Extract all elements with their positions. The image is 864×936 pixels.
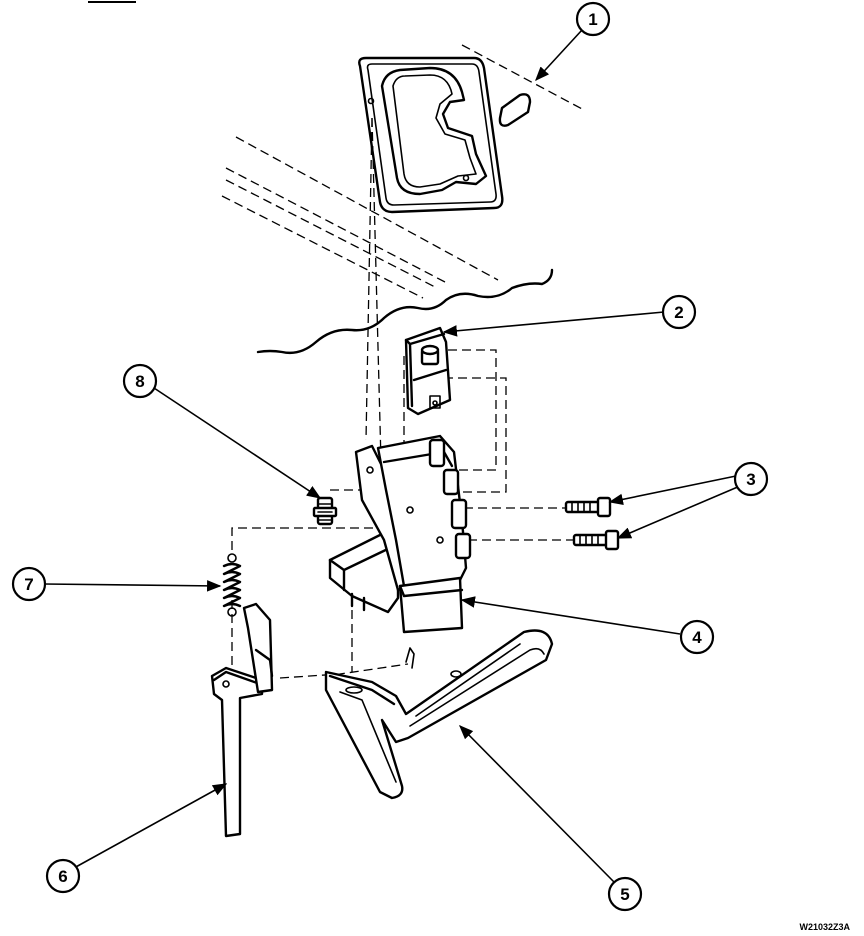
part-3-screws xyxy=(564,496,620,551)
leader-1 xyxy=(535,29,583,82)
leader-2 xyxy=(442,311,665,337)
leader-5 xyxy=(458,724,615,883)
callout-3: 3 xyxy=(733,461,769,497)
leader-7 xyxy=(43,580,222,592)
callout-8-label: 8 xyxy=(135,372,144,391)
screw-upper xyxy=(564,496,612,518)
leader-lines xyxy=(43,29,741,883)
screw-lower xyxy=(572,529,620,551)
part-1-shift-gate-bezel xyxy=(358,56,504,214)
callout-6: 6 xyxy=(45,858,81,894)
callout-8: 8 xyxy=(122,363,158,399)
callout-5-label: 5 xyxy=(620,885,629,904)
callout-2-label: 2 xyxy=(674,303,683,322)
callout-6-label: 6 xyxy=(58,867,67,886)
part-2-switch-block xyxy=(404,326,452,416)
leader-4 xyxy=(460,596,681,635)
callout-4-label: 4 xyxy=(692,628,702,647)
part-5-pedal xyxy=(324,629,554,800)
leader-8 xyxy=(153,387,322,499)
part-8-screw xyxy=(312,496,338,526)
leader-6 xyxy=(73,783,228,869)
callout-5: 5 xyxy=(607,876,643,912)
leader-3a xyxy=(608,475,737,506)
part-6-lever xyxy=(210,602,274,838)
leader-3b xyxy=(616,485,741,539)
callout-3-label: 3 xyxy=(746,470,755,489)
console-edge-lines xyxy=(221,44,585,299)
callout-7-label: 7 xyxy=(24,575,33,594)
callout-4: 4 xyxy=(679,619,715,655)
callout-1-label: 1 xyxy=(588,10,597,29)
callout-7: 7 xyxy=(11,566,47,602)
callout-1: 1 xyxy=(575,1,611,37)
drawing-code: W21032Z3A xyxy=(799,922,850,932)
break-line xyxy=(256,268,554,355)
part-4-bracket xyxy=(328,434,472,634)
part-7-spring xyxy=(222,553,242,617)
callout-2: 2 xyxy=(661,294,697,330)
cover-tab xyxy=(498,93,532,127)
